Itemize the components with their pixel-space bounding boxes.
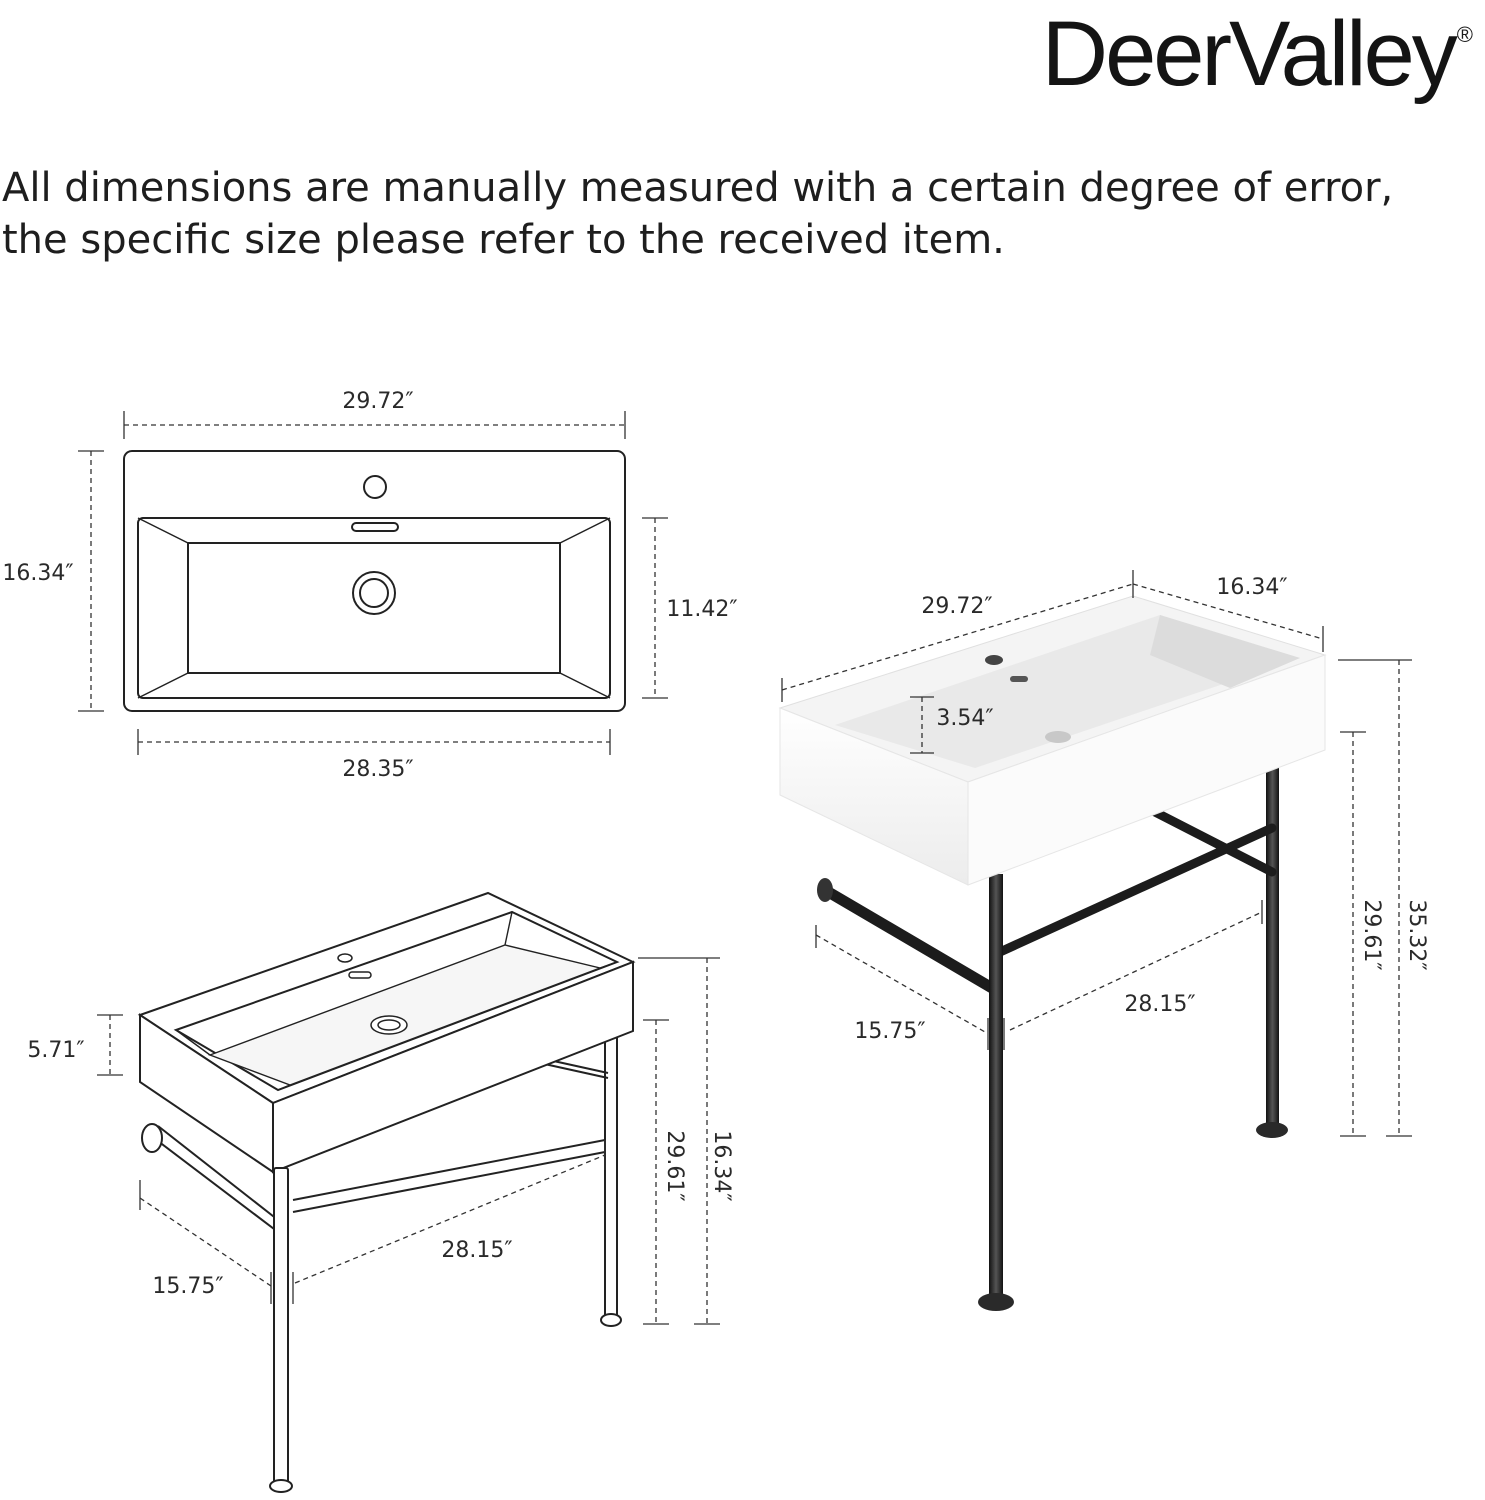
brand-name: DeerValley [1041,3,1458,105]
line-drawing-frame-depth-label: 15.75″ [152,1274,223,1299]
photo-view [778,570,1412,1311]
overflow-slot [351,522,399,532]
top-view [78,411,668,755]
photo-view-total-height-label: 35.32″ [1404,899,1429,970]
photo-view-basin-height-label: 3.54″ [936,706,993,731]
line-drawing-view [97,891,720,1493]
photo-view-depth-label: 16.34″ [1216,575,1287,600]
photo-view-frame-width-label: 28.15″ [1124,992,1195,1017]
drain [352,571,396,615]
line-drawing-basin-height-label: 5.71″ [27,1038,84,1063]
disclaimer-line-2: the specific size please refer to the re… [2,217,1005,263]
brand-logo: DeerValley ® [1042,0,1473,110]
top-view-width-label: 29.72″ [342,389,413,414]
top-view-depth-label: 16.34″ [2,561,73,586]
photo-view-leg-height-label: 29.61″ [1359,899,1384,970]
top-view-basin-width-label: 28.35″ [342,757,413,782]
faucet-hole [363,475,387,499]
top-view-outer-rim [123,450,626,712]
line-drawing-leg-height-label: 29.61″ [662,1130,687,1201]
registered-mark: ® [1456,22,1473,47]
line-drawing-total-height-label: 16.34″ [709,1130,734,1201]
top-view-basin-outer [137,517,611,699]
top-view-basin-depth-label: 11.42″ [666,597,737,622]
disclaimer-line-1: All dimensions are manually measured wit… [2,165,1394,211]
line-drawing-frame-width-label: 28.15″ [441,1238,512,1263]
disclaimer: All dimensions are manually measured wit… [2,162,1482,266]
top-view-basin-floor [187,542,561,674]
photo-view-frame-depth-label: 15.75″ [854,1019,925,1044]
photo-view-width-label: 29.72″ [921,594,992,619]
